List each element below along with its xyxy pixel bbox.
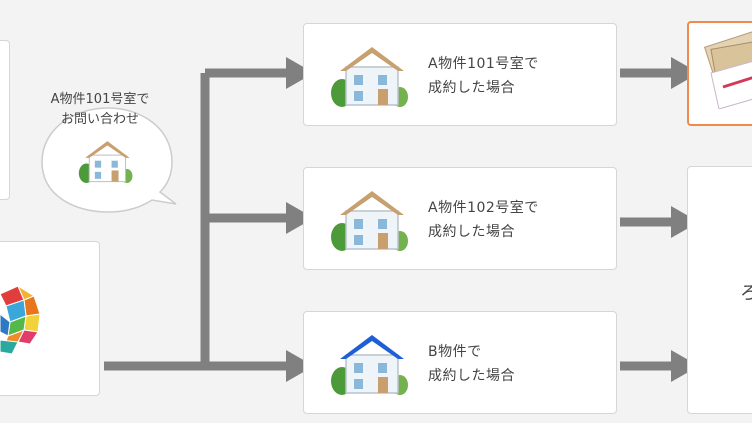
inquiry-line-1: A物件101号室で xyxy=(50,92,150,107)
case-2-line-1: A物件102号室で xyxy=(428,200,539,216)
branch-arrowhead-2 xyxy=(286,202,314,234)
outcome-box-highlighted xyxy=(687,21,752,126)
money-envelope-icon xyxy=(703,29,752,109)
case-box-3: B物件で 成約した場合 xyxy=(303,311,617,414)
case-2-line-2: 成約した場合 xyxy=(428,224,515,240)
result-arrowhead-2 xyxy=(671,206,699,238)
outcome-box-large: ろ xyxy=(687,166,752,414)
result-arrowhead-1 xyxy=(671,57,699,89)
house-icon xyxy=(78,141,133,183)
case-text-3: B物件で 成約した場合 xyxy=(428,340,515,388)
case-box-2: A物件102号室で 成約した場合 xyxy=(303,167,617,270)
house-icon xyxy=(331,47,408,107)
case-3-line-2: 成約した場合 xyxy=(428,368,515,384)
case-text-1: A物件101号室で 成約した場合 xyxy=(428,52,539,100)
case-text-2: A物件102号室で 成約した場合 xyxy=(428,196,539,244)
case-box-1: A物件101号室で 成約した場合 xyxy=(303,23,617,126)
outcome-text-glyph: ろ xyxy=(740,283,752,304)
result-arrowhead-3 xyxy=(671,350,699,382)
house-icon xyxy=(331,191,408,251)
house-icon xyxy=(331,335,408,395)
inquiry-bubble-text: A物件101号室で お問い合わせ xyxy=(20,90,180,130)
case-1-line-2: 成約した場合 xyxy=(428,80,515,96)
branch-arrowhead-3 xyxy=(286,350,314,382)
case-3-line-1: B物件で xyxy=(428,344,482,360)
left-partial-box xyxy=(0,40,10,200)
inquiry-line-2: お問い合わせ xyxy=(60,112,139,127)
colorful-globe-icon xyxy=(0,284,41,355)
case-1-line-1: A物件101号室で xyxy=(428,56,539,72)
branch-arrowhead-1 xyxy=(286,57,314,89)
